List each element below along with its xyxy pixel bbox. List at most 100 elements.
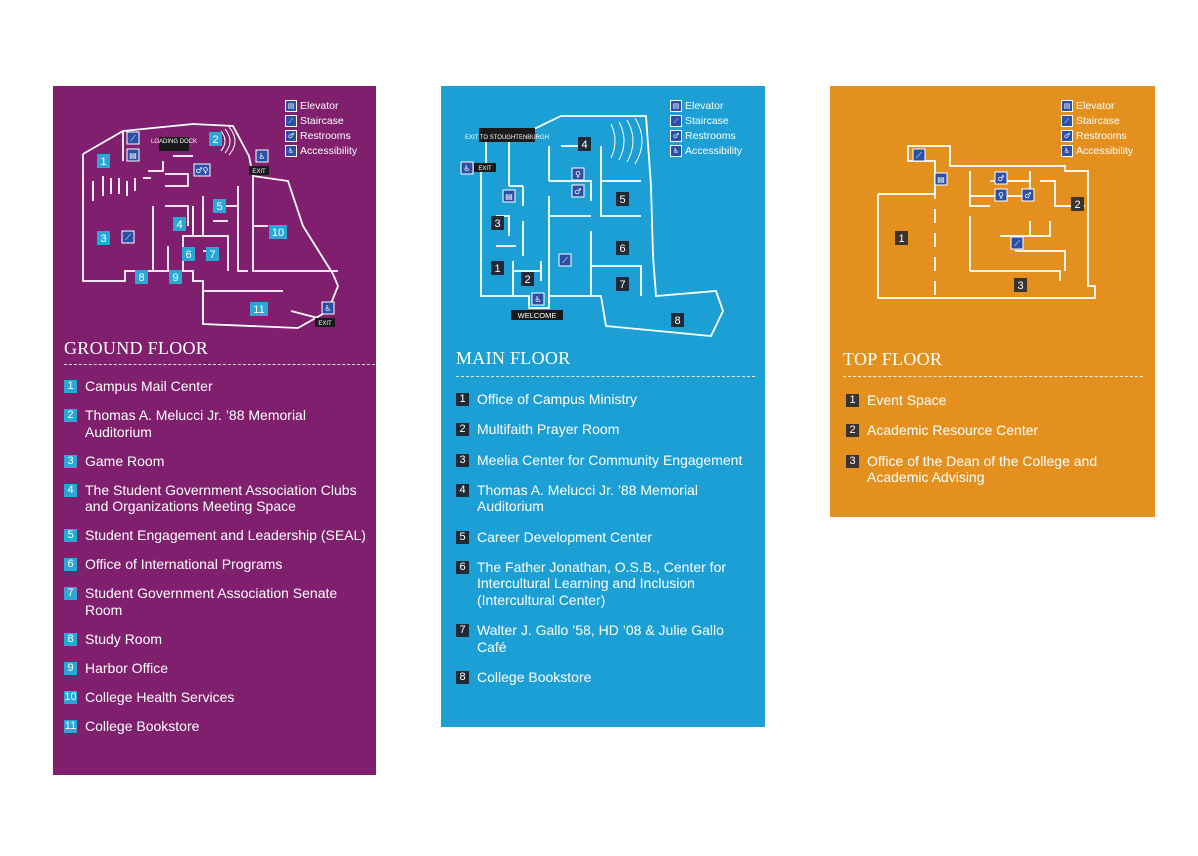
map-room-6 [616,241,629,255]
list-item: 4 The Student Government Association Club… [64,482,369,515]
map-label-exit: EXIT [252,169,266,175]
room-number-badge: 6 [456,560,469,574]
room-name: Academic Resource Center [867,422,1039,439]
staircase-icon: ⟋ [285,114,297,127]
legend-label: Accessibility [685,144,743,157]
map-room-4 [578,137,591,151]
room-name: College Bookstore [477,669,592,686]
map-room-4 [173,217,186,231]
svg-text:6: 6 [619,243,625,255]
svg-text:4: 4 [581,139,587,151]
map-staircase-icon [558,253,572,267]
room-name: Campus Mail Center [85,378,213,394]
legend-item-restrooms: ♂Restrooms [285,128,357,143]
room-name: Multifaith Prayer Room [477,421,620,438]
legend-item-staircase: ⟋Staircase [1061,113,1133,128]
map-room-9 [169,270,182,284]
divider [843,376,1143,377]
list-item: 2 Academic Resource Center [846,422,1146,439]
svg-text:⟋: ⟋ [562,256,568,265]
map-restrooms-icon [1021,188,1035,202]
svg-text:♿: ♿ [324,304,331,313]
svg-text:♂: ♂ [1024,191,1031,200]
top-floor-panel: 1 2 3 ⟋ ▤ ♂ ♀ ♂ ⟋ ▤Elevator ⟋Staircase ♂… [830,86,1155,517]
map-room-8 [671,313,684,327]
divider [64,364,375,365]
map-legend: ▤Elevator ⟋Staircase ♂Restrooms ♿Accessi… [670,98,743,158]
room-number-badge: 4 [64,483,77,497]
map-legend: ▤Elevator ⟋Staircase ♂Restrooms ♿Accessi… [1061,98,1134,158]
svg-text:6: 6 [185,249,191,261]
room-name: Meelia Center for Community Engagement [477,451,743,468]
map-accessibility-icon [321,301,335,315]
room-name: The Student Government Association Clubs… [85,481,357,515]
divider [456,376,755,377]
room-name: Walter J. Gallo ’58, HD ’08 & Julie Gall… [477,622,724,655]
map-room-3 [1014,278,1027,292]
svg-text:⟋: ⟋ [1014,239,1020,248]
legend-item-elevator: ▤Elevator [670,98,742,113]
map-room-7 [206,247,219,261]
room-number-badge: 8 [456,671,469,685]
map-accessibility-icon [255,149,269,163]
room-name: The Father Jonathan, O.S.B., Center for … [477,558,727,608]
floor-title: MAIN FLOOR [456,348,571,368]
svg-text:⟋: ⟋ [130,134,136,143]
wheelchair-icon: ♿ [285,144,297,157]
map-room-2 [209,132,222,146]
room-name: Student Engagement and Leadership (SEAL) [85,527,366,543]
staircase-icon: ⟋ [670,114,682,127]
svg-text:♿: ♿ [463,164,470,173]
map-room-1 [97,154,110,168]
legend-label: Accessibility [300,144,358,157]
room-number-badge: 5 [456,530,469,544]
list-item: 2 Multifaith Prayer Room [456,421,756,438]
svg-text:♿: ♿ [534,295,541,304]
room-number-badge: 2 [456,423,469,437]
svg-text:7: 7 [209,249,215,261]
legend-label: Restrooms [685,129,736,142]
room-name: Event Space [867,392,947,408]
svg-text:9: 9 [172,272,178,284]
svg-text:1: 1 [494,263,500,275]
room-number-badge: 5 [64,529,77,542]
room-number-badge: 11 [64,719,77,733]
room-number-badge: 2 [64,409,77,422]
room-name: Office of the Dean of the College and Ac… [867,452,1098,486]
map-room-3 [491,216,504,230]
map-label-welcome: WELCOME [518,311,557,320]
ground-floor-panel: 1 2 3 4 5 6 7 8 9 10 11 ⟋ ▤ ♂♀ ♿ ⟋ ♿ LOA… [53,86,376,775]
map-staircase-icon [912,148,926,162]
room-number-badge: 2 [846,424,859,438]
svg-text:7: 7 [619,279,625,291]
room-number-badge: 7 [64,587,77,600]
room-number-badge: 10 [64,690,77,704]
map-room-8 [135,270,148,284]
svg-text:▤: ▤ [937,175,945,184]
room-name: Student Government Association Senate Ro… [85,585,338,618]
map-room-3 [97,231,110,245]
legend-item-staircase: ⟋Staircase [670,113,742,128]
room-number-badge: 3 [456,453,469,467]
svg-text:♿: ♿ [258,152,265,161]
room-name: Career Development Center [477,528,653,545]
legend-label: Elevator [1076,99,1115,112]
wheelchair-icon: ♿ [1061,144,1073,157]
svg-text:3: 3 [100,233,106,245]
room-name: Thomas A. Melucci Jr. ’88 Memorial Audit… [477,481,698,515]
svg-text:♀: ♀ [998,191,1004,200]
map-restrooms-icon [571,184,585,198]
svg-text:8: 8 [138,272,144,284]
restrooms-icon: ♂ [1061,129,1073,142]
legend-label: Accessibility [1076,144,1134,157]
legend-label: Staircase [300,114,344,127]
svg-text:▤: ▤ [505,192,513,201]
